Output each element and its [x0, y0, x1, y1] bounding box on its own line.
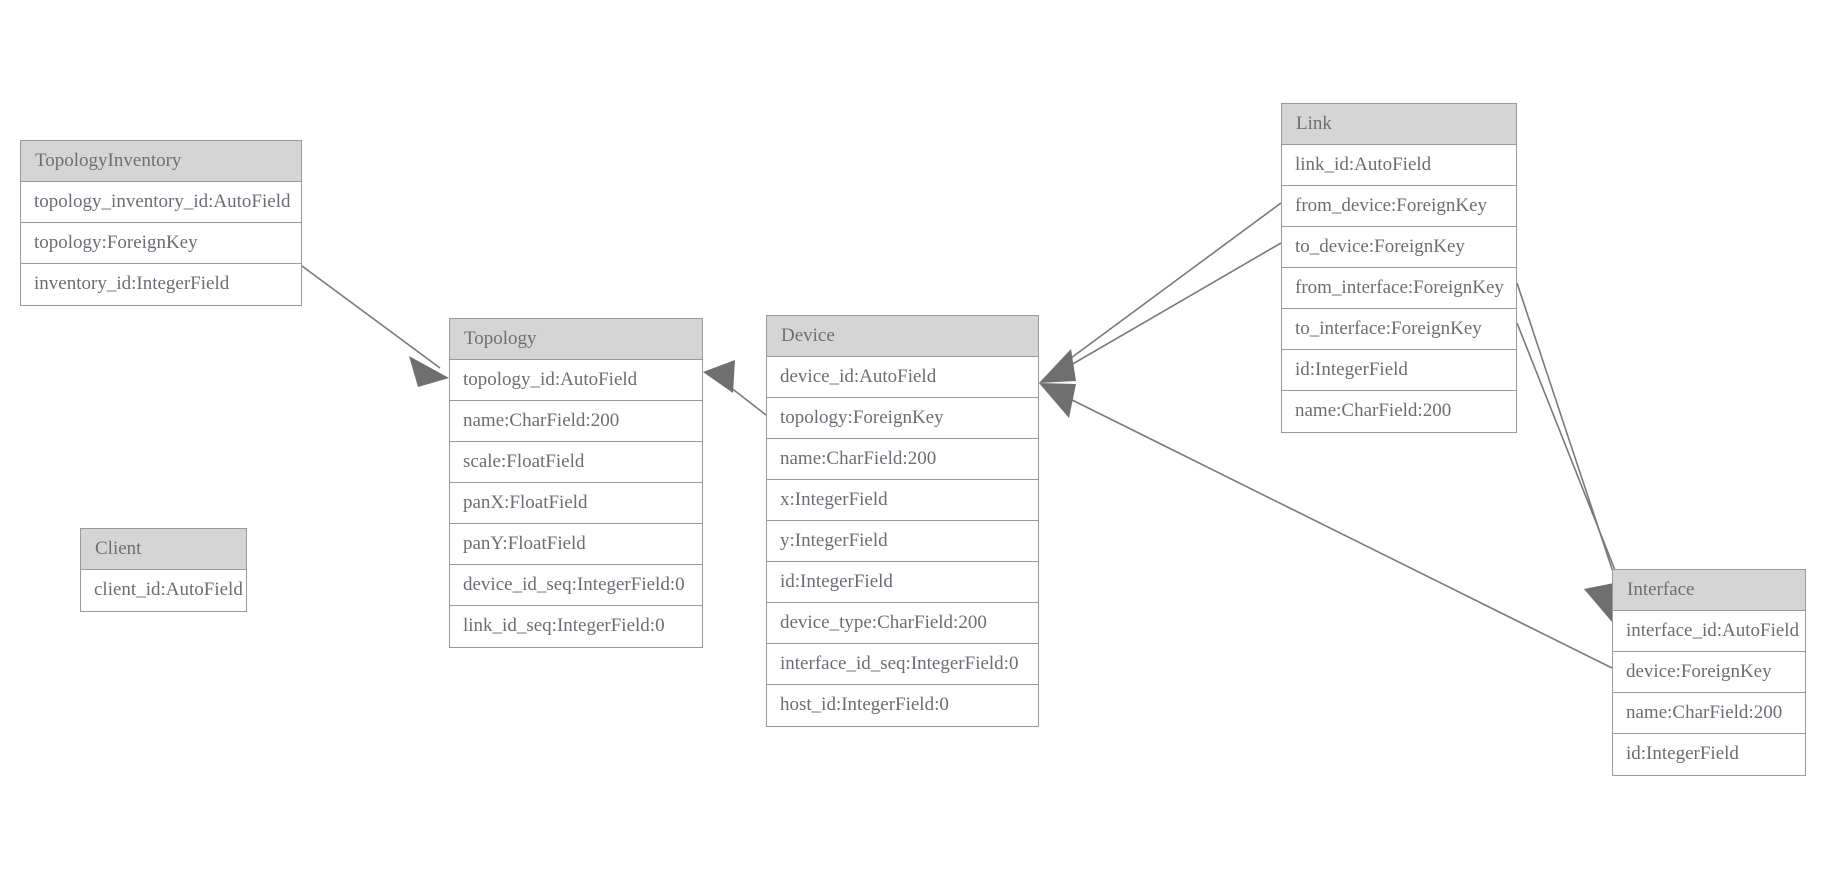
- field-row[interactable]: x:IntegerField: [767, 480, 1038, 521]
- field-row[interactable]: scale:FloatField: [450, 442, 702, 483]
- field-row[interactable]: host_id:IntegerField:0: [767, 685, 1038, 726]
- field-row[interactable]: name:CharField:200: [450, 401, 702, 442]
- edge-link-from-interface: [1516, 282, 1626, 609]
- arrowhead-into-interface: [1584, 583, 1614, 622]
- arrowhead-into-topology-b: [703, 360, 735, 393]
- field-row[interactable]: id:IntegerField: [767, 562, 1038, 603]
- field-row[interactable]: id:IntegerField: [1613, 734, 1805, 775]
- field-row[interactable]: to_device:ForeignKey: [1282, 227, 1516, 268]
- field-row[interactable]: name:CharField:200: [1613, 693, 1805, 734]
- field-row[interactable]: from_device:ForeignKey: [1282, 186, 1516, 227]
- entity-title-topologyinventory: TopologyInventory: [21, 141, 301, 182]
- field-row[interactable]: y:IntegerField: [767, 521, 1038, 562]
- entity-title-device: Device: [767, 316, 1038, 357]
- edge-link-to-device: [1051, 242, 1282, 377]
- entity-title-topology: Topology: [450, 319, 702, 360]
- entity-title-interface: Interface: [1613, 570, 1805, 611]
- field-row[interactable]: topology:ForeignKey: [767, 398, 1038, 439]
- entity-fields-client: client_id:AutoField: [81, 570, 246, 611]
- field-row[interactable]: panY:FloatField: [450, 524, 702, 565]
- field-row[interactable]: device_type:CharField:200: [767, 603, 1038, 644]
- field-row[interactable]: to_interface:ForeignKey: [1282, 309, 1516, 350]
- field-row[interactable]: interface_id_seq:IntegerField:0: [767, 644, 1038, 685]
- field-row[interactable]: panX:FloatField: [450, 483, 702, 524]
- field-row[interactable]: device_id_seq:IntegerField:0: [450, 565, 702, 606]
- arrowhead-into-device-bottom: [1039, 383, 1076, 418]
- arrowhead-into-device-top: [1039, 349, 1076, 383]
- field-row[interactable]: topology_id:AutoField: [450, 360, 702, 401]
- field-row[interactable]: link_id:AutoField: [1282, 145, 1516, 186]
- field-row[interactable]: inventory_id:IntegerField: [21, 264, 301, 305]
- field-row[interactable]: name:CharField:200: [1282, 391, 1516, 432]
- field-row[interactable]: link_id_seq:IntegerField:0: [450, 606, 702, 647]
- edge-device-topology: [711, 372, 767, 416]
- field-row[interactable]: client_id:AutoField: [81, 570, 246, 611]
- field-row[interactable]: id:IntegerField: [1282, 350, 1516, 391]
- field-row[interactable]: topology_inventory_id:AutoField: [21, 182, 301, 223]
- edge-link-from-device: [1051, 202, 1282, 373]
- field-row[interactable]: name:CharField:200: [767, 439, 1038, 480]
- entity-title-link: Link: [1282, 104, 1516, 145]
- edge-link-to-interface: [1516, 322, 1631, 609]
- field-row[interactable]: device:ForeignKey: [1613, 652, 1805, 693]
- edge-topologyinventory-topology: [301, 265, 441, 369]
- arrowhead-into-topology-a: [409, 356, 449, 387]
- field-row[interactable]: topology:ForeignKey: [21, 223, 301, 264]
- field-row[interactable]: from_interface:ForeignKey: [1282, 268, 1516, 309]
- field-row[interactable]: interface_id:AutoField: [1613, 611, 1805, 652]
- field-row[interactable]: device_id:AutoField: [767, 357, 1038, 398]
- entity-title-client: Client: [81, 529, 246, 570]
